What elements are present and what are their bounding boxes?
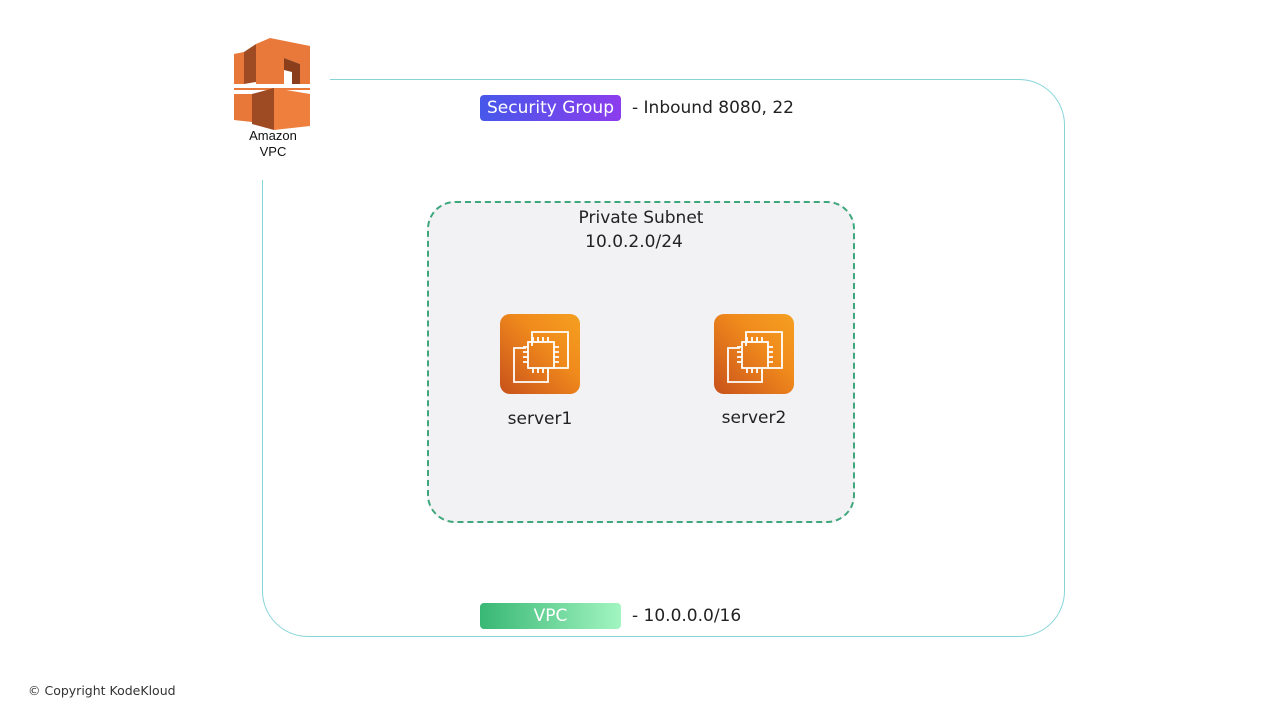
ec2-instance-icon <box>500 314 580 394</box>
server2-label: server2 <box>721 408 787 428</box>
security-group-badge: Security Group <box>480 95 621 121</box>
vpc-label-line1: Amazon <box>249 128 297 143</box>
ec2-instance-icon <box>714 314 794 394</box>
vpc-icon-label: Amazon VPC <box>232 128 314 160</box>
vpc-cidr-note: - 10.0.0.0/16 <box>632 606 742 626</box>
vpc-badge: VPC <box>480 603 621 629</box>
amazon-vpc-icon <box>234 38 310 130</box>
subnet-cidr: 10.0.2.0/24 <box>585 232 683 252</box>
server1-label: server1 <box>507 409 573 429</box>
security-group-note: - Inbound 8080, 22 <box>632 98 794 118</box>
subnet-name: Private Subnet <box>578 208 704 228</box>
vpc-boundary <box>262 79 1065 637</box>
copyright: © Copyright KodeKloud <box>28 683 176 698</box>
vpc-label-line2: VPC <box>259 144 287 159</box>
